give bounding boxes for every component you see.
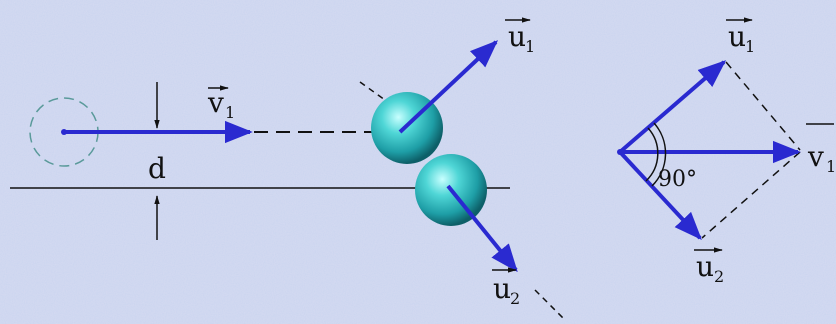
u2-mid-label-sub: 2 bbox=[510, 289, 520, 308]
u2-mid-label: u bbox=[493, 272, 511, 305]
collision-axis-bottom bbox=[534, 289, 566, 321]
angle-arc-outer bbox=[651, 122, 667, 187]
v1-right-label-sub: 1 bbox=[826, 157, 836, 176]
u1-vector-right bbox=[618, 60, 727, 154]
v1-label: v bbox=[207, 86, 224, 119]
angle-arc-inner bbox=[645, 127, 659, 182]
u1-right-label: u bbox=[728, 20, 746, 53]
u1-mid-label-sub: 1 bbox=[525, 37, 535, 56]
v1-label-sub: 1 bbox=[225, 103, 235, 122]
v1-right-label: v bbox=[807, 140, 824, 173]
collision-axis-top bbox=[359, 81, 386, 101]
angle-label: 90° bbox=[658, 167, 697, 192]
v1-origin bbox=[61, 129, 67, 135]
u1-right-label-sub: 1 bbox=[745, 37, 755, 56]
u2-vector bbox=[446, 184, 518, 273]
dashed-u1-to-v1 bbox=[725, 61, 801, 151]
u2-vector-right bbox=[618, 150, 702, 241]
d-label: d bbox=[148, 152, 166, 185]
u2-right-label-sub: 2 bbox=[714, 267, 724, 286]
u1-vector bbox=[398, 40, 499, 134]
u2-right-label: u bbox=[696, 250, 714, 283]
vector-origin bbox=[617, 149, 623, 155]
dashed-v1-to-u2 bbox=[701, 151, 801, 239]
u1-mid-label: u bbox=[508, 20, 526, 53]
